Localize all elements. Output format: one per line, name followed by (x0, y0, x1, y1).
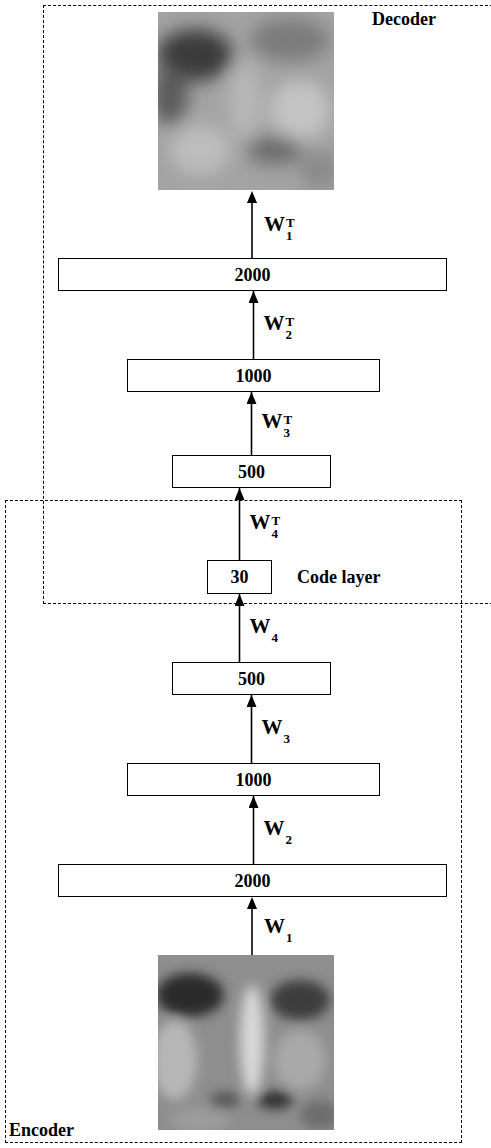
input-face (158, 955, 334, 1130)
layer-box: 30Code layer (207, 560, 272, 594)
unit-count: 2000 (235, 872, 271, 890)
dashed-region: Decoder 2000 1000 500 (43, 5, 491, 604)
region-title: Encoder (9, 1121, 74, 1139)
unit-count: 500 (238, 463, 265, 481)
dashed-region: Encoder30Code layer50010002000 (5, 500, 462, 1143)
arrow-line (251, 906, 253, 955)
layer-box: 1000 (127, 763, 380, 796)
unit-count: 1000 (236, 367, 272, 385)
weight-arrow (253, 796, 255, 864)
layer-box: 500 (172, 662, 331, 695)
weight-label: W2 (262, 815, 295, 846)
layer-box: 1000 (127, 359, 380, 392)
layer-box: 500 (172, 455, 331, 488)
arrow-head (247, 191, 257, 203)
arrow-line (251, 200, 253, 258)
arrow-head (247, 897, 257, 909)
unit-count: 30 (231, 568, 249, 586)
unit-count: 1000 (236, 771, 272, 789)
weight-label: W1 (262, 913, 295, 944)
weight-arrow (239, 488, 241, 560)
unit-count: 2000 (235, 266, 271, 284)
weight-arrow (253, 291, 255, 359)
weight-label: W4 (248, 613, 281, 644)
weight-label: WT1 (262, 211, 297, 242)
region-title: Decoder (372, 10, 436, 28)
weight-label: WT2 (262, 310, 297, 341)
weight-label: WT4 (248, 509, 283, 540)
weight-arrow (239, 594, 241, 662)
layer-box: 2000 (58, 864, 447, 897)
weight-arrow (251, 392, 253, 455)
layer-name: Code layer (297, 568, 380, 586)
unit-count: 500 (238, 670, 265, 688)
weight-arrow (251, 695, 253, 763)
reconstructed-face (158, 12, 334, 190)
weight-label: W3 (260, 714, 293, 745)
weight-label: WT3 (260, 408, 295, 439)
layer-box: 2000 (58, 258, 447, 291)
